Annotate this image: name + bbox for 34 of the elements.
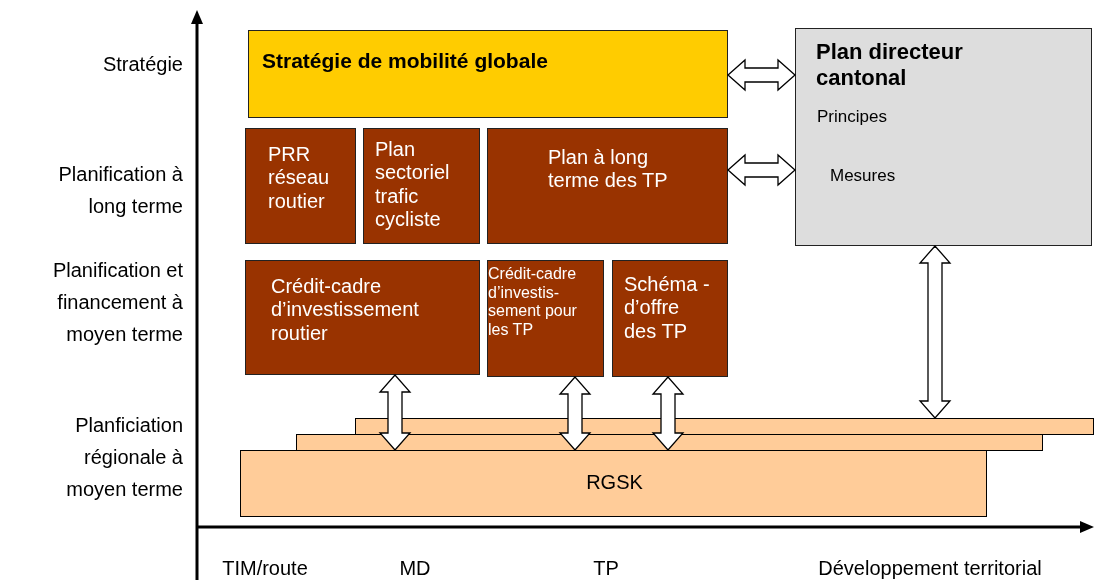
box-label: Plan directeur cantonal — [816, 39, 964, 91]
plan-box — [487, 260, 604, 377]
box-label: Crédit-cadre d’investissement routier — [271, 275, 420, 346]
double-arrow — [558, 376, 592, 451]
box-label: Plan à long terme des TP — [548, 146, 669, 193]
column-label: TIM/route — [221, 556, 309, 581]
double-arrow — [727, 58, 796, 92]
column-label: MD — [398, 556, 432, 581]
box-label: Schéma - d’offre des TP — [624, 273, 711, 344]
row-label: Planficiation régionale à moyen terme — [65, 413, 183, 502]
box-label: RGSK — [585, 471, 644, 495]
planning-layer — [240, 450, 987, 517]
box-label: PRR réseau routier — [268, 143, 331, 214]
plan-box — [612, 260, 728, 377]
plan-box — [363, 128, 480, 244]
row-label: Stratégie — [101, 52, 183, 77]
plan-box — [245, 260, 480, 375]
plan-box — [487, 128, 728, 244]
double-arrow — [918, 245, 952, 419]
double-arrow — [378, 374, 412, 451]
double-arrow — [651, 376, 685, 451]
column-label: TP — [592, 556, 620, 581]
box-label: Stratégie de mobilité globale — [262, 49, 549, 74]
plan-box — [245, 128, 356, 244]
item-label: Mesures — [830, 166, 897, 186]
row-label: Planification à long terme — [57, 162, 183, 219]
strategy-box — [248, 30, 728, 118]
item-label: Principes — [817, 107, 888, 127]
double-arrow — [727, 153, 796, 187]
box-label: Plan sectoriel trafic cycliste — [375, 138, 451, 232]
box-label: Crédit-cadre d’investis- sement pour les TP — [488, 265, 578, 340]
row-label: Planification et financement à moyen terme — [51, 258, 183, 347]
column-label: Développement territorial — [817, 556, 1043, 581]
plan-panel — [795, 28, 1092, 246]
